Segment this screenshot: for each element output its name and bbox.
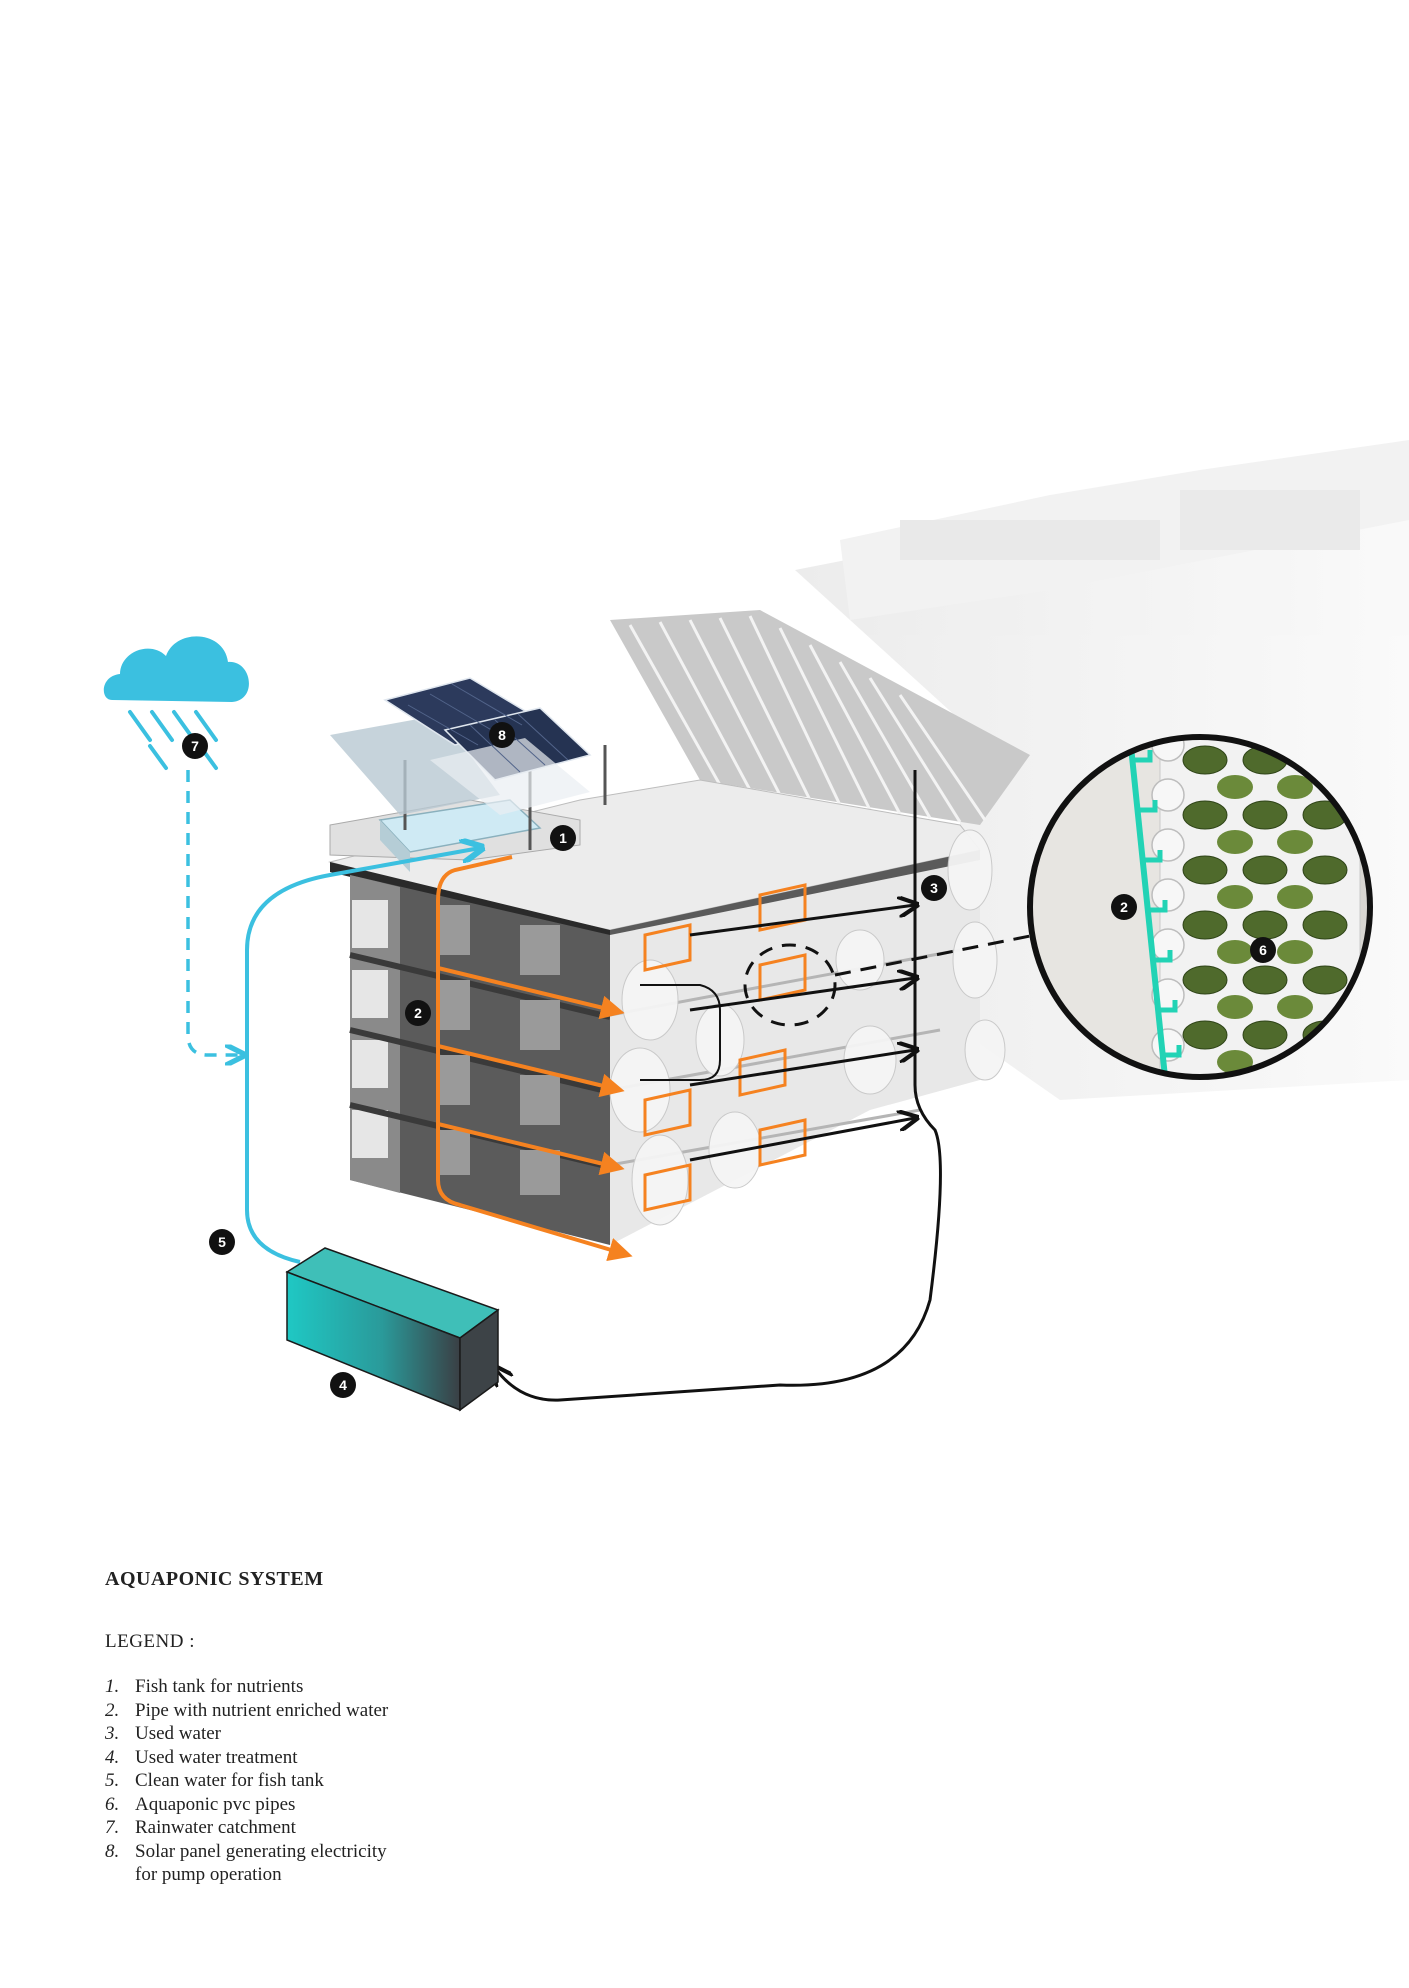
treatment-tank [285,1247,500,1412]
legend-text: Solar panel generating electricity for p… [135,1840,387,1886]
svg-text:7: 7 [191,738,199,754]
legend-number: 2. [105,1699,120,1721]
svg-text:4: 4 [339,1377,347,1393]
marker-3: 3 [921,875,947,901]
detail-callout [743,933,1036,1027]
legend-number: 5. [105,1770,120,1791]
marker-4: 4 [330,1372,356,1398]
legend-item: 5. Clean water for fish tank [105,1769,705,1793]
legend-number: 4. [105,1746,120,1768]
marker-2: 2 [405,1000,431,1026]
legend-item: 8. Solar panel generating electricity for… [105,1840,705,1887]
legend-number: 7. [105,1817,120,1838]
nutrient-pipe [436,855,807,1262]
marker-1: 1 [550,825,576,851]
legend-text: Clean water for fish tank [135,1770,324,1791]
pvc-pipe-detail [1027,734,1373,1080]
legend-item: 7. Rainwater catchment [105,1816,705,1840]
legend-item: 6. Aquaponic pvc pipes [105,1793,705,1817]
marker-5: 5 [209,1229,235,1255]
legend-item: 3. Used water [105,1722,705,1746]
legend-number: 3. [105,1723,120,1744]
legend-text: Aquaponic pvc pipes [135,1793,296,1815]
legend-item: 4. Used water treatment [105,1746,705,1770]
marker-6: 6 [1250,937,1276,963]
svg-text:8: 8 [498,727,506,743]
legend-number: 6. [105,1793,120,1815]
legend-list: 1. Fish tank for nutrients 2. Pipe with nu… [105,1675,705,1887]
louvred-roof [610,610,1030,825]
marker-2-detail: 2 [1111,894,1137,920]
used-water-pipe [495,770,942,1402]
rain-cloud-icon [103,636,249,770]
svg-text:1: 1 [559,830,567,846]
legend-number: 8. [105,1840,120,1862]
legend-text: Used water [135,1723,221,1744]
caption: AQUAPONIC SYSTEM LEGEND : 1. Fish tank fo… [105,1568,705,1887]
solar-panel [330,677,607,850]
svg-text:3: 3 [930,880,938,896]
legend-text: Fish tank for nutrients [135,1676,304,1697]
clean-water-pipe [245,848,480,1264]
svg-text:6: 6 [1259,942,1267,958]
legend-text: Used water treatment [135,1746,298,1768]
marker-8: 8 [489,722,515,748]
legend-heading: LEGEND : [105,1631,196,1652]
marker-7: 7 [182,733,208,759]
page-title: AQUAPONIC SYSTEM [105,1568,324,1590]
rainwater-path [186,770,242,1055]
legend-item: 2. Pipe with nutrient enriched water [105,1699,705,1723]
svg-text:2: 2 [1120,899,1128,915]
legend-text: Pipe with nutrient enriched water [135,1699,389,1721]
svg-text:5: 5 [218,1234,226,1250]
legend-text: Rainwater catchment [135,1817,296,1838]
legend-number: 1. [105,1676,120,1697]
svg-text:2: 2 [414,1005,422,1021]
legend-item: 1. Fish tank for nutrients [105,1675,705,1699]
